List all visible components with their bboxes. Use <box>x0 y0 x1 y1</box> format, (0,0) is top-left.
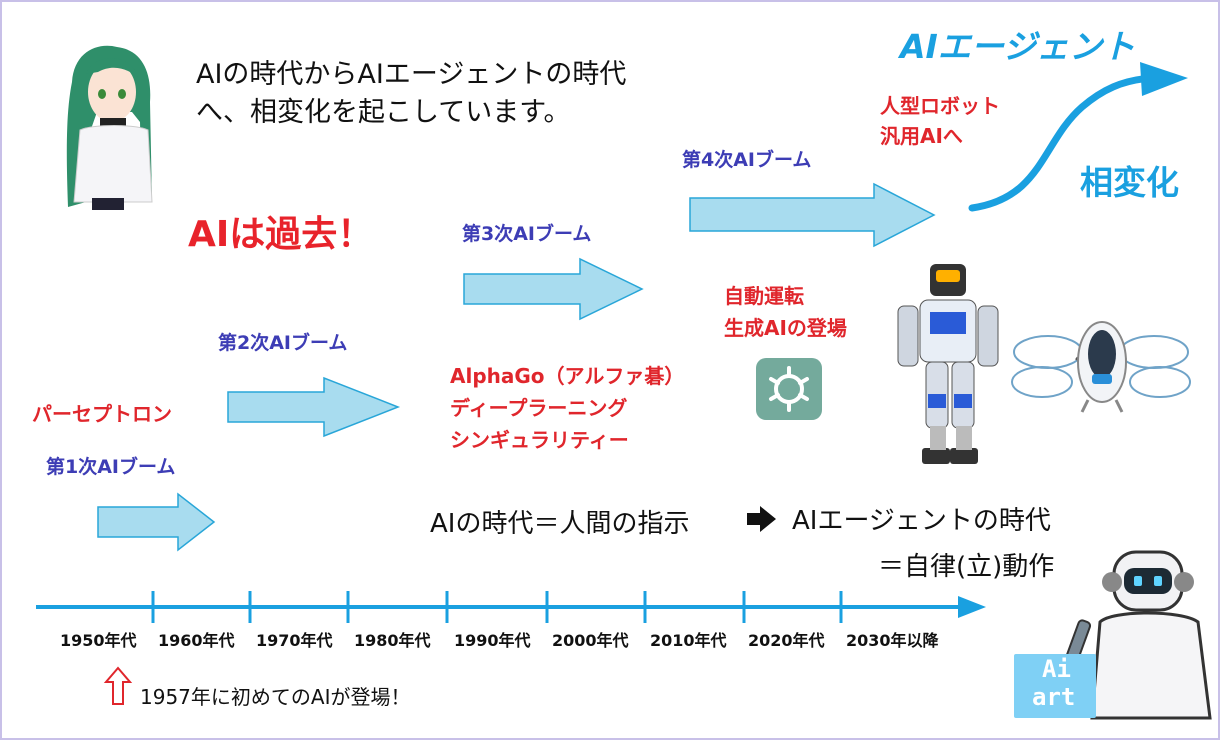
chatgpt-logo <box>756 358 822 420</box>
decade-1970: 1970年代 <box>256 631 333 650</box>
boom3-arrow <box>463 257 644 321</box>
fourth-item-2: 生成AIの登場 <box>724 316 847 340</box>
fourth-item-1: 自動運転 <box>724 284 804 308</box>
era-right-sub-text: ＝自律(立)動作 <box>878 552 1055 582</box>
boom4-label: 第4次AIブーム <box>682 149 812 171</box>
boom1-arrow <box>97 492 216 552</box>
up-arrow-marker <box>103 666 133 705</box>
third-item-3: シンギュラリティー <box>450 428 629 452</box>
boom4-arrow <box>689 182 936 248</box>
decade-1980: 1980年代 <box>354 631 431 650</box>
decade-2020: 2020年代 <box>748 631 825 650</box>
decade-1950: 1950年代 <box>60 631 137 650</box>
anime-girl-illustration <box>66 45 153 210</box>
boom1-label: 第1次AIブーム <box>46 456 176 478</box>
boom2-arrow <box>227 376 401 438</box>
boom2-label: 第2次AIブーム <box>218 332 348 354</box>
ai-art-robot-illustration <box>1014 550 1212 720</box>
decade-1990: 1990年代 <box>454 631 531 650</box>
decade-1960: 1960年代 <box>158 631 235 650</box>
decade-2010: 2010年代 <box>650 631 727 650</box>
phase-change-curve <box>968 74 1156 212</box>
ai-art-label-top: Ai <box>1042 655 1071 683</box>
ai-art-label-bottom: art <box>1032 683 1076 711</box>
ai-past-text: AIは過去！ <box>188 214 374 255</box>
future-item-2: 汎用AIへ <box>880 124 963 148</box>
humanoid-robot-illustration <box>897 264 999 464</box>
perceptron-label: パーセプトロン <box>32 402 172 426</box>
headline-line-1: AIの時代からAIエージェントの時代 <box>196 59 627 90</box>
compare-arrow <box>747 506 776 532</box>
timeline-arrowhead <box>958 596 986 618</box>
passenger-drone-illustration <box>1011 321 1191 413</box>
ai-agent-title: AIエージェント <box>900 27 1136 66</box>
headline-line-2: へ、相変化を起こしています。 <box>196 97 571 128</box>
phase-change-arrowhead <box>1140 62 1188 96</box>
era-right-text: AIエージェントの時代 <box>792 506 1051 536</box>
era-left-text: AIの時代＝人間の指示 <box>430 509 690 539</box>
decade-2000: 2000年代 <box>552 631 629 650</box>
future-item-1: 人型ロボット <box>880 94 1000 118</box>
boom3-label: 第3次AIブーム <box>462 223 592 245</box>
third-item-2: ディープラーニング <box>450 396 628 420</box>
first-ai-note: 1957年に初めてのAIが登場！ <box>140 685 411 709</box>
decade-2030: 2030年以降 <box>846 631 939 650</box>
phase-change-label: 相変化 <box>1080 163 1179 202</box>
third-item-1: AlphaGo（アルファ碁） <box>450 364 685 388</box>
